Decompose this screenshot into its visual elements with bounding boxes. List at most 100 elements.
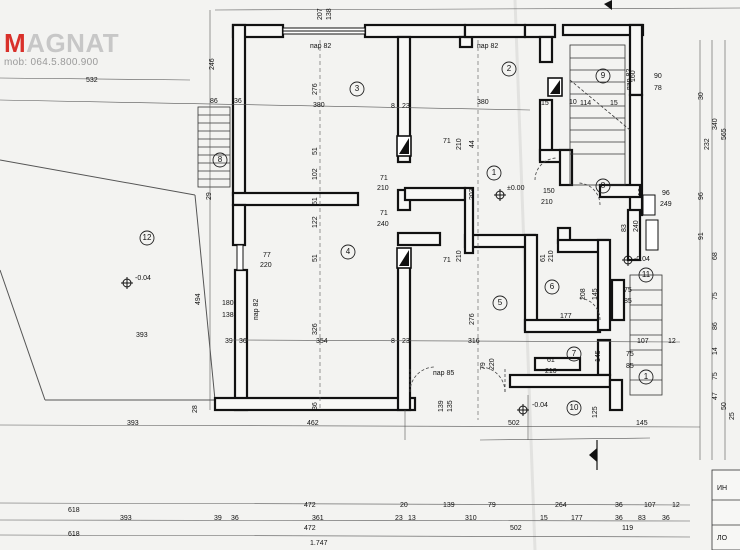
dim: 494: [195, 293, 202, 305]
dim: 75: [712, 292, 719, 300]
brand-watermark: MAGNAT mob: 064.5.800.900: [4, 30, 119, 68]
dim: 96: [662, 190, 670, 197]
dim: 145: [636, 420, 648, 427]
dim: 107: [637, 338, 649, 345]
dim: 462: [307, 420, 319, 427]
dim: 12: [668, 338, 676, 345]
dim: 23: [395, 515, 403, 522]
room-8b-number: 8: [218, 155, 223, 164]
left-stair: [197, 106, 231, 188]
dim: 83: [638, 515, 646, 522]
dim: 310: [465, 515, 477, 522]
room-12-number: 12: [143, 233, 152, 242]
dim: 8: [391, 338, 395, 345]
dim: 12: [672, 502, 680, 509]
level-room-11: -0.04: [634, 256, 650, 263]
magnat-logo: MAGNAT: [4, 30, 119, 56]
logo-letters: AGNAT: [26, 28, 120, 58]
parapet-label-top-right: пар 82: [477, 43, 498, 50]
level-room-12: -0.04: [135, 275, 151, 282]
dim: 79: [488, 502, 496, 509]
dim: 240: [377, 221, 389, 228]
title-block-label-1: ИН: [717, 485, 727, 492]
brand-phone: mob: 064.5.800.900: [4, 57, 99, 68]
dim: 36: [234, 98, 242, 105]
dim: 23: [402, 338, 410, 345]
section-markers: [589, 0, 612, 470]
room-11-number: 11: [642, 270, 651, 279]
dim: 39: [225, 338, 233, 345]
dim: 208: [580, 288, 587, 300]
dim: 14: [712, 347, 719, 355]
dim: 393: [127, 420, 139, 427]
dim: 138: [326, 8, 333, 20]
dim: 139: [443, 502, 455, 509]
dim: 91: [698, 232, 705, 240]
dim: 50: [721, 402, 728, 410]
dimension-numbers: 207 138 532 246 86 36 380 8 23 380 276 5…: [68, 8, 736, 547]
parapet-label-bottom: пар 85: [433, 370, 454, 377]
dim: 565: [721, 128, 728, 140]
logo-letter-m: M: [4, 28, 27, 58]
room-9-number: 9: [601, 71, 606, 80]
dim: 114: [580, 100, 591, 107]
dim: 85: [626, 363, 634, 370]
room-5-number: 5: [498, 298, 503, 307]
door-swings: [409, 157, 601, 393]
dim: 354: [316, 338, 328, 345]
dim: 15: [541, 100, 549, 107]
dim: 160: [630, 70, 637, 82]
dim: 39: [214, 515, 222, 522]
dim: 180: [222, 300, 234, 307]
dim: 210: [456, 250, 463, 262]
dim: 51: [312, 197, 319, 205]
dim: 618: [68, 507, 80, 514]
dim: 393: [136, 332, 148, 339]
dim: 618: [68, 531, 80, 538]
dim: 90: [654, 73, 662, 80]
dim: 36: [312, 402, 319, 410]
dim: 61: [547, 357, 555, 364]
dim: 210: [545, 368, 557, 375]
dim: 20: [400, 502, 408, 509]
dim: 177: [560, 313, 572, 320]
dim: 138: [222, 312, 234, 319]
dim: 472: [304, 525, 316, 532]
dim: 264: [555, 502, 567, 509]
title-block-label-2: ЛО: [717, 535, 728, 542]
dim: 36: [239, 338, 247, 345]
dim: 36: [615, 515, 623, 522]
dim: 122: [312, 216, 319, 228]
dim: 16: [638, 188, 645, 196]
dim: 75: [712, 372, 719, 380]
level-room-1: ±0.00: [507, 185, 525, 192]
dim: 139: [438, 400, 445, 412]
dim: 75: [626, 351, 634, 358]
dim: 71: [443, 257, 451, 264]
dim: 150: [543, 188, 555, 195]
dim: 8: [391, 103, 395, 110]
parapet-label-top: пар 82: [310, 43, 331, 50]
dim: 61: [540, 254, 547, 262]
dim: 119: [622, 525, 633, 532]
dim: 78: [654, 85, 662, 92]
dim: 102: [312, 168, 319, 180]
dim: 502: [510, 525, 522, 532]
dim: 83: [621, 224, 628, 232]
dim: 71: [380, 210, 388, 217]
dim: 30: [698, 92, 705, 100]
room-4-number: 4: [346, 247, 351, 256]
dim: 15: [540, 515, 548, 522]
dim: 28: [192, 405, 199, 413]
room-7-number: 7: [572, 349, 577, 358]
dim: 86: [210, 98, 218, 105]
dim: 135: [447, 400, 454, 412]
dim: 85: [624, 298, 632, 305]
room-8-number: 8: [601, 181, 606, 190]
dim: 210: [548, 250, 555, 262]
dim: 502: [508, 420, 520, 427]
dim: 249: [660, 201, 672, 208]
dim: 232: [704, 138, 711, 150]
dim: 75: [624, 287, 632, 294]
dimension-lines: [0, 7, 740, 538]
